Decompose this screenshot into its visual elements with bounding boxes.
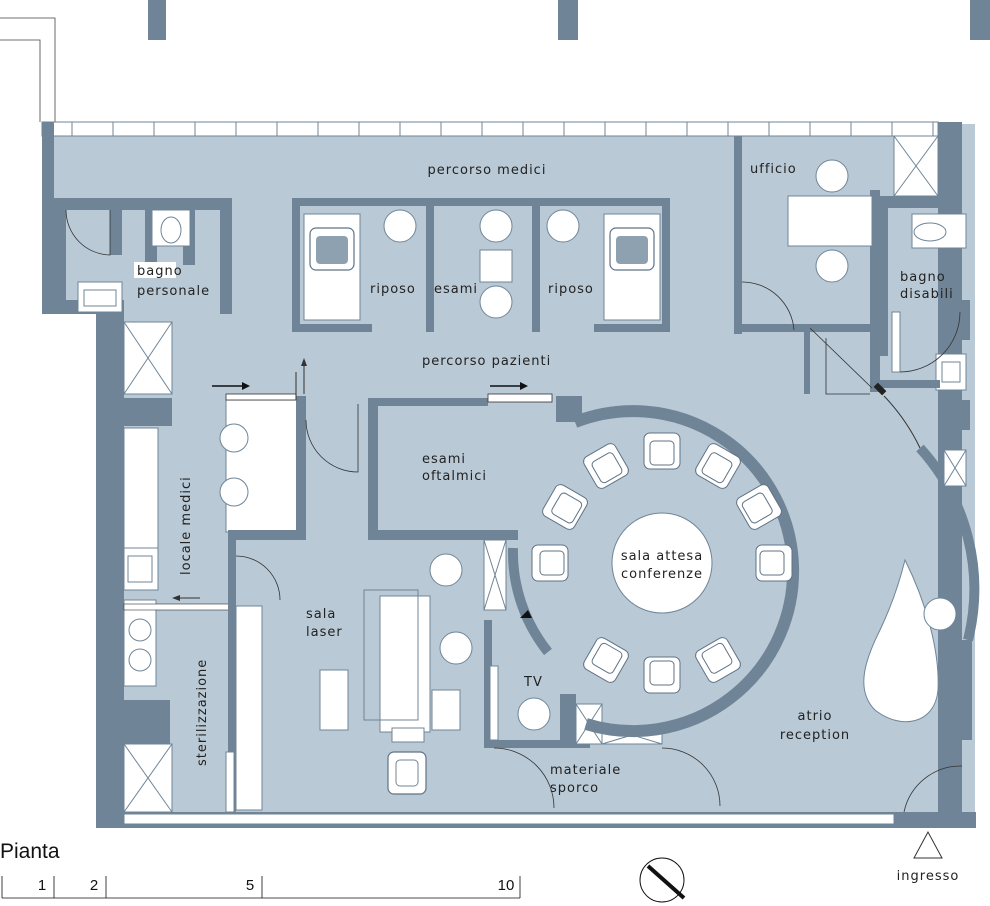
label-materiale-sporco-1: materiale [550,763,621,778]
exam-rooms-block [292,198,670,332]
label-percorso-medici: percorso medici [428,163,547,178]
scale-label-5: 5 [246,877,254,894]
locale-medici-block [123,321,359,591]
scale-label-1: 1 [38,877,46,894]
bagno-personale-block [42,198,232,314]
label-ufficio: ufficio [750,162,797,177]
scale-label-2: 2 [90,877,98,894]
direction-arrows [172,358,532,618]
label-sala-attesa-2: conferenze [621,567,703,582]
waiting-seat [643,656,681,694]
sala-laser-block [319,539,590,795]
room-labels: percorso medici ufficio bagno personale … [134,162,954,796]
scale-bar: 1 2 5 10 [1,876,521,899]
label-bagno-personale-1: bagno [137,264,183,279]
waiting-seat [643,432,681,470]
esami-oftalmici-block [368,393,582,540]
label-esami: esami [434,282,478,297]
bagno-disabili-block [880,206,967,391]
label-bagno-personale-2: personale [137,284,210,299]
atrio-reception [863,395,980,813]
waiting-seat [695,443,741,489]
label-bagno-disabili-2: disabili [900,287,954,302]
label-materiale-sporco-2: sporco [550,781,599,796]
label-bagno-disabili-1: bagno [900,270,946,285]
waiting-seat [531,544,569,582]
sterilizzazione-block [123,540,281,813]
sala-attesa-circle [507,405,800,738]
label-locale-medici: locale medici [179,476,194,575]
label-ingresso: ingresso [897,869,960,884]
label-percorso-pazienti: percorso pazienti [422,354,551,369]
label-tv: TV [523,675,543,690]
entrance-marker: ingresso [897,830,960,884]
label-sala-laser-1: sala [306,607,336,622]
waiting-seat [583,443,629,489]
label-sterilizzazione: sterilizzazione [195,659,210,766]
label-sala-attesa-1: sala attesa [621,549,703,564]
label-sala-laser-2: laser [306,625,343,640]
label-atrio-reception-1: atrio [798,709,833,724]
label-esami-oftalmici-2: oftalmici [422,469,487,484]
north-arrow-icon [639,857,686,903]
label-atrio-reception-2: reception [780,728,850,743]
window-strip-top [41,121,939,137]
waiting-seat [695,637,741,683]
site-context-lines [0,0,990,122]
label-esami-oftalmici-1: esami [422,452,466,467]
waiting-seat [542,484,588,530]
central-partitions [804,326,887,396]
waiting-seat [736,484,782,530]
drawing-title: Pianta [0,840,60,863]
label-riposo-2: riposo [548,282,594,297]
label-riposo-1: riposo [370,282,416,297]
waiting-seat [755,544,793,582]
waiting-seat [583,637,629,683]
scale-label-10: 10 [498,877,515,894]
